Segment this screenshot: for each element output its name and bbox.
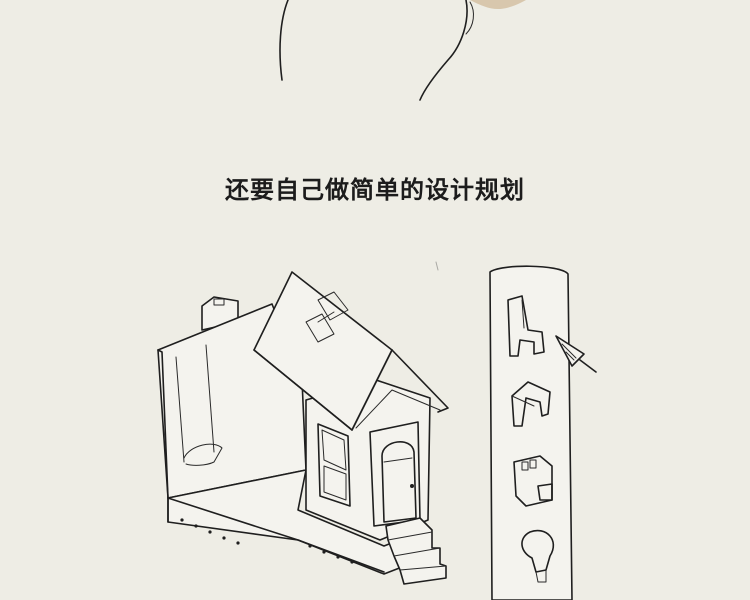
chair-icon: [507, 295, 545, 357]
lightbulb-icon: [521, 529, 555, 583]
cursor-icon: [555, 335, 597, 373]
hand-drawing: [279, 0, 526, 101]
stool-icon: [511, 381, 551, 427]
caption-text: 还要自己做简单的设计规划: [225, 176, 525, 204]
appliance-icon: [513, 455, 553, 507]
furniture-palette: [489, 265, 597, 600]
house-drawing: [157, 271, 449, 585]
